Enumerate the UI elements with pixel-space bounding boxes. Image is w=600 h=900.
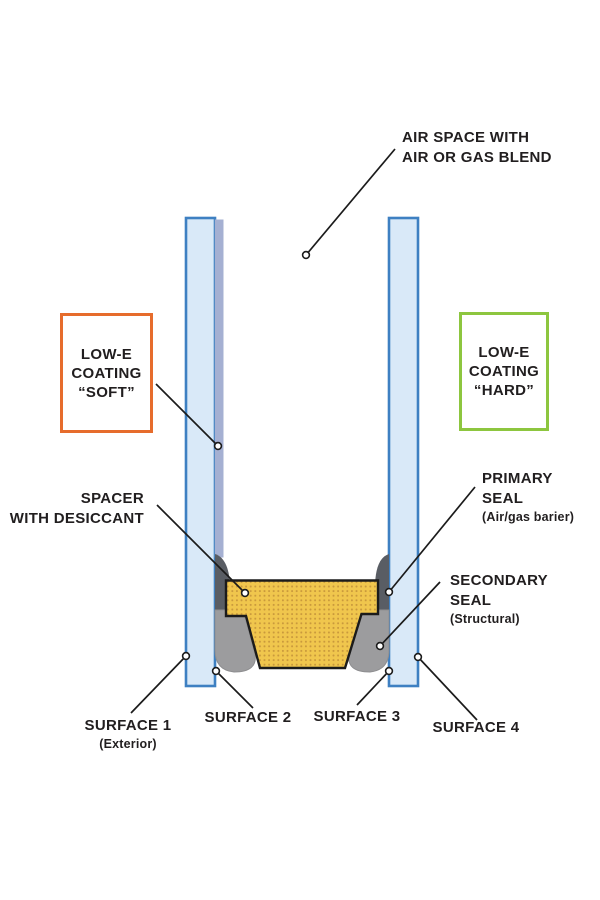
glass-pane-exterior — [184, 216, 217, 688]
surface-3-leader-line — [356, 670, 390, 706]
low-e-hard-box: LOW-E COATING “HARD” — [459, 312, 549, 431]
low-e-hard-line2: COATING — [468, 363, 540, 380]
spacer-leader-line — [156, 504, 246, 594]
spacer-shape — [224, 579, 380, 670]
surface-2-marker — [211, 666, 221, 676]
low-e-soft-coating-stripe — [214, 219, 224, 558]
surface-4-title: SURFACE 4 — [432, 719, 520, 736]
glass-pane-interior — [387, 216, 420, 688]
secondary-seal-left-shape — [214, 609, 256, 673]
secondary-seal-label: SECONDARY SEAL (Structural) — [450, 571, 548, 627]
secondary-seal-line3: (Structural) — [450, 612, 520, 626]
low-e-soft-line1: LOW-E — [80, 345, 133, 363]
primary-seal-marker — [384, 587, 394, 597]
primary-seal-leader-line — [388, 486, 476, 593]
surface-3-marker — [384, 666, 394, 676]
primary-seal-label: PRIMARY SEAL (Air/gas barier) — [482, 469, 574, 525]
secondary-seal-line2: SEAL — [450, 592, 492, 609]
low-e-soft-line3: “SOFT” — [78, 383, 135, 401]
low-e-hard-line1: LOW-E — [478, 344, 530, 361]
surface-4-label: SURFACE 4 — [411, 718, 541, 738]
surface-2-title: SURFACE 2 — [204, 709, 292, 726]
surface-3-label: SURFACE 3 — [292, 707, 422, 727]
surface-2-label: SURFACE 2 — [183, 708, 313, 728]
surface-3-title: SURFACE 3 — [313, 708, 401, 725]
air-space-label-line2: AIR OR GAS BLEND — [402, 149, 552, 166]
surface-1-marker — [181, 651, 191, 661]
low-e-hard-line3: “HARD” — [473, 382, 535, 399]
surface-4-marker — [413, 652, 423, 662]
surface-1-subtitle: (Exterior) — [99, 737, 157, 751]
surface-1-label: SURFACE 1 (Exterior) — [63, 716, 193, 752]
surface-1-leader-line — [130, 655, 187, 714]
low-e-soft-marker — [213, 441, 223, 451]
surface-2-leader-line — [215, 670, 254, 709]
air-space-leader-line — [305, 148, 396, 256]
secondary-seal-leader-line — [379, 581, 441, 647]
secondary-seal-marker — [375, 641, 385, 651]
surface-4-leader-line — [417, 656, 478, 721]
secondary-seal-line1: SECONDARY — [450, 572, 548, 589]
primary-seal-line2: SEAL — [482, 490, 524, 507]
low-e-soft-line2: COATING — [71, 364, 142, 382]
low-e-soft-leader-line — [155, 383, 219, 447]
air-space-marker — [301, 250, 311, 260]
primary-seal-line3: (Air/gas barier) — [482, 510, 575, 524]
surface-1-title: SURFACE 1 — [84, 717, 172, 734]
air-space-label: AIR SPACE WITH AIR OR GAS BLEND — [402, 128, 552, 168]
spacer-label-line1: SPACER — [80, 490, 144, 507]
primary-seal-line1: PRIMARY — [482, 470, 553, 487]
low-e-soft-box: LOW-E COATING “SOFT” — [60, 313, 153, 433]
spacer-label-line2: WITH DESICCANT — [9, 510, 144, 527]
spacer-label: SPACER WITH DESICCANT — [8, 489, 144, 529]
air-space-label-line1: AIR SPACE WITH — [402, 129, 530, 146]
spacer-marker — [240, 588, 250, 598]
